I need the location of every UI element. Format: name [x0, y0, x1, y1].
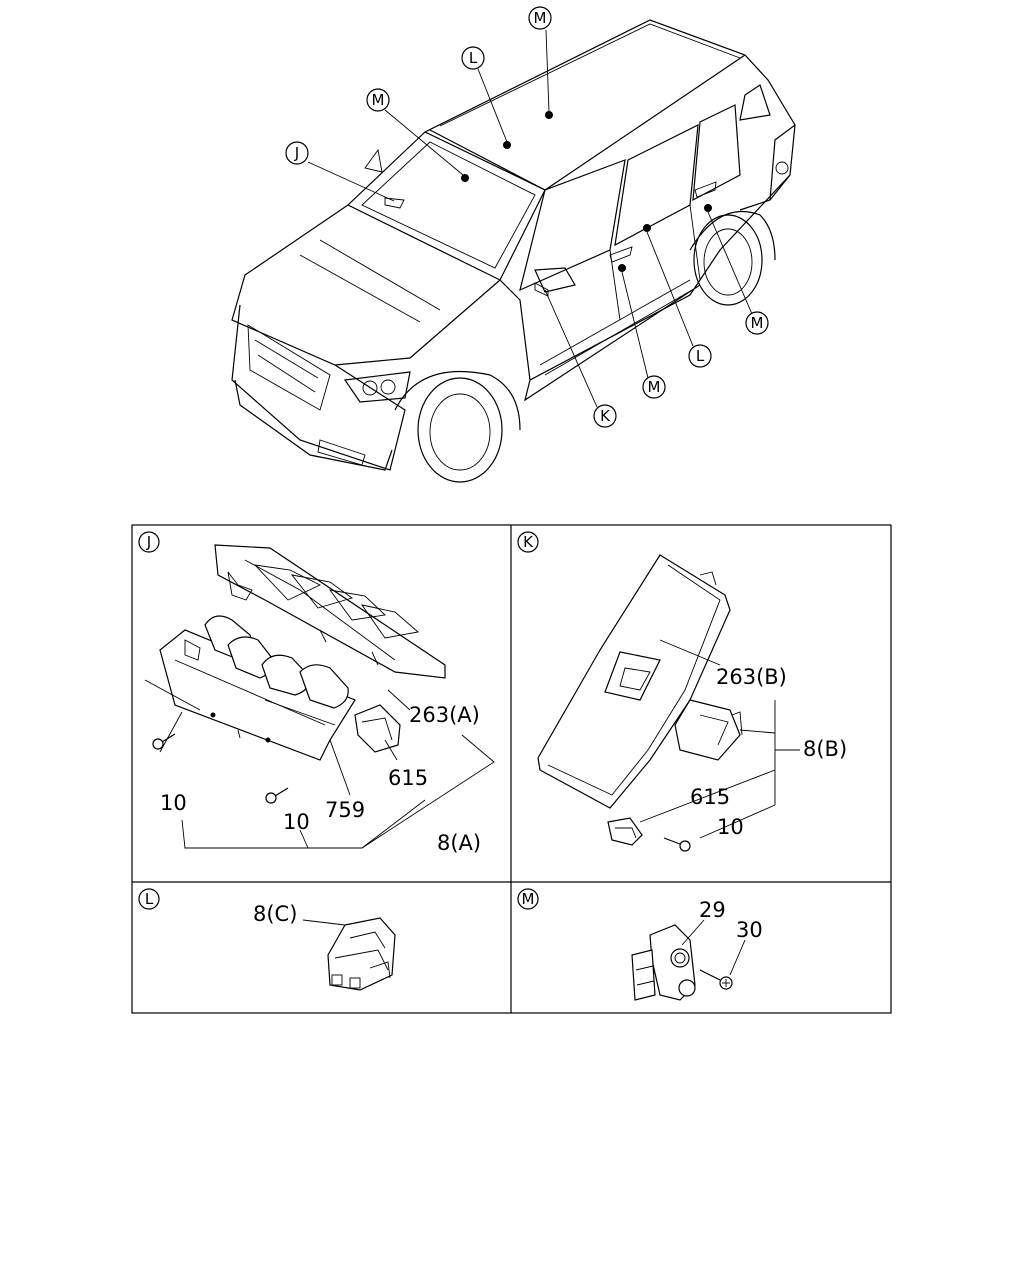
switch-dot-console	[384, 197, 405, 209]
part-10-j-left: 10	[160, 791, 187, 815]
switch-dot-rear-m	[704, 204, 712, 212]
window-switch-k	[674, 699, 743, 761]
part-615-k: 615	[690, 785, 730, 809]
retainer-clip-k	[607, 817, 643, 846]
svg-text:M: M	[372, 91, 385, 109]
svg-text:K: K	[523, 533, 534, 551]
svg-text:M: M	[534, 9, 547, 27]
window-switch-l	[327, 917, 396, 991]
part-10-j-mid: 10	[283, 810, 310, 834]
screw-k	[663, 837, 691, 852]
callout-m-front: M	[366, 88, 390, 112]
part-29: 29	[699, 898, 726, 922]
part-30: 30	[736, 918, 763, 942]
part-8c: 8(C)	[253, 902, 297, 926]
callout-l-roof: L	[461, 46, 485, 70]
panel-j: J	[138, 531, 495, 855]
switch-dot-roof-m2	[461, 174, 469, 182]
svg-text:M: M	[751, 314, 764, 332]
vehicle-illustration: M L M J K M L M	[231, 6, 796, 483]
svg-text:M: M	[522, 890, 535, 908]
callout-m-rear: M	[745, 311, 769, 335]
switch-dot-roof-l	[503, 141, 511, 149]
part-759: 759	[325, 798, 365, 822]
window-switch-assembly	[159, 615, 356, 761]
part-10-k: 10	[717, 815, 744, 839]
callout-m-roof: M	[528, 6, 552, 30]
svg-text:K: K	[600, 407, 611, 425]
svg-text:L: L	[145, 890, 154, 908]
switch-dot-roof-m	[545, 111, 553, 119]
panel-m-label: M	[517, 888, 539, 910]
part-263a: 263(A)	[409, 703, 480, 727]
svg-text:J: J	[294, 144, 299, 162]
svg-text:L: L	[469, 49, 478, 67]
callout-j-console: J	[285, 141, 309, 165]
screw-j-mid	[265, 787, 289, 804]
part-263b: 263(B)	[716, 665, 787, 689]
svg-text:J: J	[146, 533, 151, 551]
panel-k: K 263(	[517, 531, 847, 852]
part-8a: 8(A)	[437, 831, 481, 855]
panel-m: M 29 30	[517, 888, 763, 1001]
callout-m-lower: M	[642, 375, 666, 399]
panel-j-label: J	[138, 531, 160, 553]
svg-text:M: M	[648, 378, 661, 396]
svg-text:L: L	[696, 347, 705, 365]
detail-grid	[131, 524, 892, 1014]
panel-k-label: K	[517, 531, 539, 553]
door-switch-m	[631, 924, 696, 1001]
door-trim-bezel	[537, 554, 731, 809]
callout-l-lower: L	[688, 344, 712, 368]
screw-j-left	[152, 733, 176, 750]
part-615-j: 615	[388, 766, 428, 790]
screw-m	[699, 969, 733, 990]
window-switch-bezel	[214, 544, 446, 679]
callout-k-mirror: K	[593, 404, 617, 428]
panel-l: L 8(C)	[138, 888, 396, 991]
panel-l-label: L	[138, 888, 160, 910]
retainer-clip-j	[354, 704, 401, 753]
switch-dot-door-m	[618, 264, 626, 272]
part-8b: 8(B)	[803, 737, 847, 761]
switch-dot-door-l	[643, 224, 651, 232]
